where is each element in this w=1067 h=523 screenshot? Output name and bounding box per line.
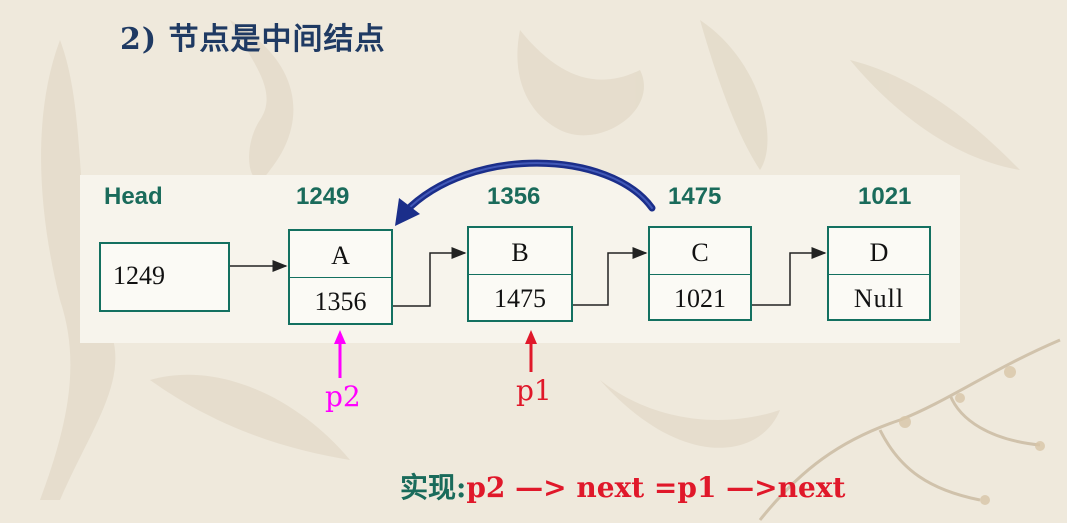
implementation-caption: 实现:p2 —> next =p1 —>next [400, 466, 845, 506]
node-next: Null [853, 284, 905, 313]
node-data: D [829, 228, 929, 275]
p2-label: p2 [325, 380, 361, 413]
node-d: D Null [827, 226, 931, 321]
node-next: 1021 [674, 284, 726, 313]
node-address-b: 1356 [487, 183, 541, 210]
head-label: Head [104, 183, 163, 210]
page-title: 2) 节点是中间结点 [120, 22, 386, 57]
node-next: 1475 [494, 284, 546, 313]
node-a: A 1356 [288, 229, 393, 325]
node-data: A [290, 231, 391, 278]
node-address-d: 1021 [858, 183, 912, 210]
p1-label: p1 [516, 374, 552, 407]
head-value: 1249 [113, 261, 165, 290]
node-data: C [650, 228, 750, 275]
node-c: C 1021 [648, 226, 752, 321]
node-address-c: 1475 [668, 183, 722, 210]
caption-code: p2 —> next =p1 —>next [466, 471, 846, 504]
caption-label: 实现: [400, 471, 467, 504]
node-b: B 1475 [467, 226, 573, 322]
node-next: 1356 [314, 287, 367, 316]
node-address-a: 1249 [296, 183, 350, 210]
node-data: B [469, 228, 571, 275]
head-box: 1249 [99, 242, 230, 312]
